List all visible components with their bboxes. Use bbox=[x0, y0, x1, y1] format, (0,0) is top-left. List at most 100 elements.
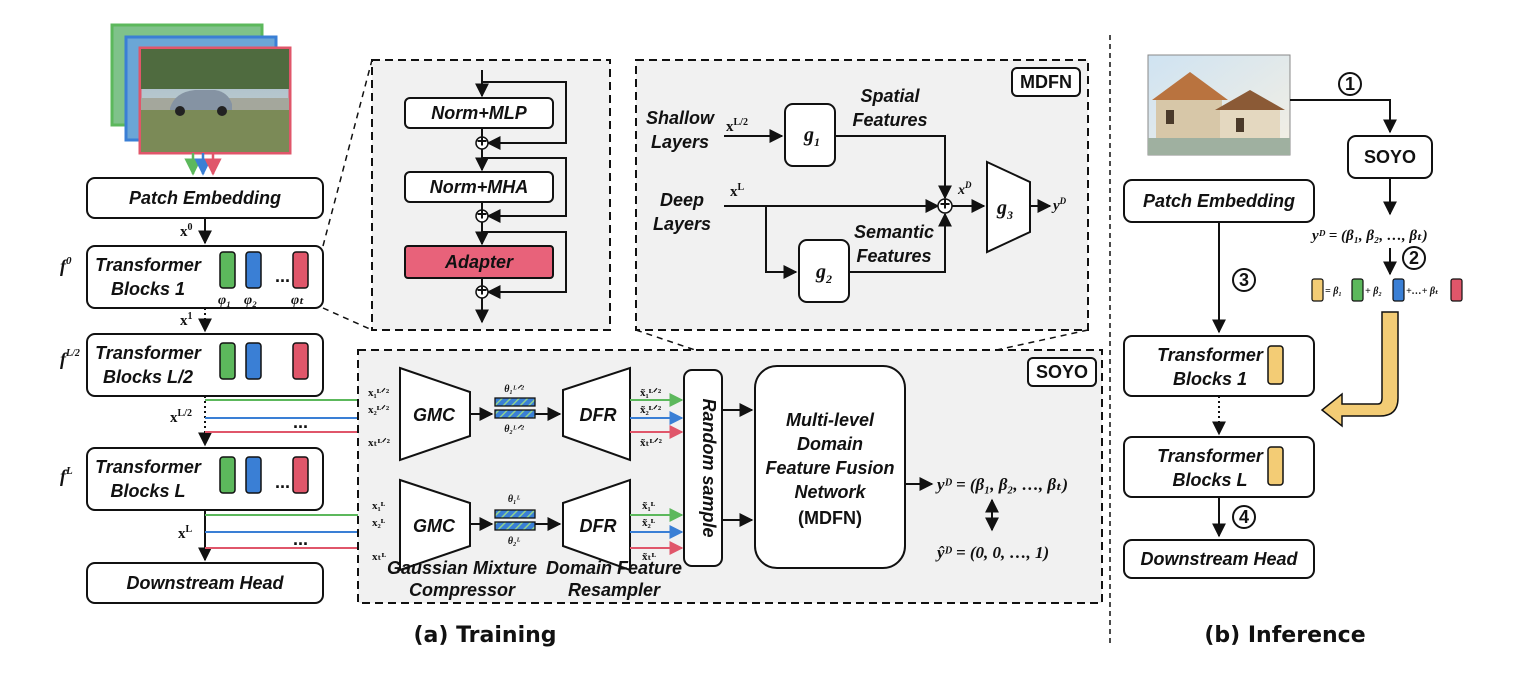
random-sample-label: Random sample bbox=[699, 398, 719, 537]
adapter-blue bbox=[245, 456, 262, 494]
phi2-label: φ₂ bbox=[244, 293, 257, 308]
mdfn-node-3: Feature Fusion bbox=[765, 458, 894, 478]
svg-text:yD: yD bbox=[1051, 196, 1067, 214]
norm-mha-label: Norm+MHA bbox=[430, 177, 529, 197]
out-bot-2: x̃₂ᴸ bbox=[642, 517, 656, 529]
adapter-red bbox=[292, 456, 309, 494]
xL2-label: x bbox=[170, 410, 178, 426]
xD-label: x bbox=[957, 183, 965, 198]
xL-label: x bbox=[178, 526, 186, 542]
mdfn-tag bbox=[1011, 67, 1081, 97]
gmc-top-label: GMC bbox=[413, 405, 456, 425]
theta-bar bbox=[494, 509, 536, 519]
step-1-badge bbox=[1338, 72, 1362, 96]
g3-trapezoid bbox=[986, 160, 1031, 254]
adapter-label: Adapter bbox=[444, 252, 514, 272]
mdfn-tag-label: MDFN bbox=[1020, 72, 1072, 92]
dfr-bottom bbox=[562, 478, 631, 572]
tb1-label-2: Blocks 1 bbox=[111, 279, 185, 299]
norm-mlp-label: Norm+MLP bbox=[431, 103, 528, 123]
soyo-tag bbox=[1027, 357, 1097, 387]
dfr-caption-2: Resampler bbox=[568, 580, 661, 600]
inference-y-equation: yᴰ = (β₁, β₂, …, βₜ) bbox=[1310, 228, 1428, 244]
svg-text:+: + bbox=[477, 204, 488, 224]
adapter-green bbox=[219, 342, 236, 380]
dots-route-top: ... bbox=[293, 412, 308, 432]
gmc-caption-2: Compressor bbox=[409, 580, 516, 600]
patch-embedding-label: Patch Embedding bbox=[129, 188, 281, 208]
yellow-flow-arrow bbox=[1320, 311, 1399, 428]
deep-label-1: Deep bbox=[660, 190, 704, 210]
mdfn-node-2: Domain bbox=[797, 434, 863, 454]
adapter-combination: = β₁ + β₂ +…+ βₜ bbox=[1311, 278, 1463, 302]
f0-label: f bbox=[60, 256, 68, 276]
inference-downstream-head bbox=[1123, 539, 1315, 579]
adapter-red bbox=[292, 342, 309, 380]
spatial-label-2: Features bbox=[852, 110, 927, 130]
deep-label-2: Layers bbox=[653, 214, 711, 234]
out-bot-1: x̃₁ᴸ bbox=[642, 500, 656, 512]
g1-label: g bbox=[803, 124, 814, 146]
in-bot-2: x₂ᴸ bbox=[372, 517, 386, 529]
gmc-caption-1: Gaussian Mixture bbox=[387, 558, 537, 578]
theta-top-2: θ₂ᴸᐟ² bbox=[504, 424, 525, 435]
in-bot-t: xₜᴸ bbox=[372, 551, 387, 563]
x0-label: x bbox=[180, 224, 188, 240]
random-sample-box bbox=[683, 369, 723, 567]
svg-text:x0: x0 bbox=[180, 222, 193, 240]
inference-tb1-label-2: Blocks 1 bbox=[1173, 369, 1247, 389]
svg-text:+: + bbox=[477, 280, 488, 300]
step-1-label: 1 bbox=[1345, 74, 1355, 94]
training-caption: (a) Training bbox=[413, 623, 556, 648]
input-image-stack bbox=[110, 23, 292, 155]
combo-part-1: = β₁ bbox=[1325, 286, 1342, 297]
gmc-bottom-label: GMC bbox=[413, 516, 456, 536]
adapter-green bbox=[219, 251, 236, 289]
svg-text:xL/2: xL/2 bbox=[726, 117, 748, 135]
inference-patch-embedding-label: Patch Embedding bbox=[1143, 191, 1295, 211]
adapter-box bbox=[404, 245, 554, 279]
theta-bot-1: θ₁ᴸ bbox=[508, 494, 521, 505]
mdfn-xL2: x bbox=[726, 119, 734, 135]
adapter-blue bbox=[245, 342, 262, 380]
svg-text:fL: fL bbox=[60, 465, 73, 486]
tbL-label-2: Blocks L bbox=[110, 481, 185, 501]
fL-label: f bbox=[60, 466, 68, 486]
dfr-top-label: DFR bbox=[580, 405, 617, 425]
mdfn-node bbox=[754, 365, 906, 569]
in-bot-1: x₁ᴸ bbox=[372, 500, 386, 512]
svg-text:xD: xD bbox=[957, 180, 972, 198]
mdfn-node-1: Multi-level bbox=[786, 410, 875, 430]
spatial-label-1: Spatial bbox=[860, 86, 920, 106]
downstream-head-box bbox=[86, 562, 324, 604]
svg-text:xL: xL bbox=[730, 182, 745, 200]
step-3-label: 3 bbox=[1239, 270, 1249, 290]
inference-tb1-label-1: Transformer bbox=[1157, 345, 1264, 365]
soyo-panel bbox=[357, 349, 1103, 604]
dots-route-bot: ... bbox=[293, 529, 308, 549]
inference-tbL-label-2: Blocks L bbox=[1172, 470, 1247, 490]
combo-part-2: + β₂ bbox=[1365, 286, 1382, 297]
svg-text:g2: g2 bbox=[815, 261, 832, 286]
adapter-red bbox=[292, 251, 309, 289]
mdfn-node-4: Network bbox=[794, 482, 866, 502]
step-4-label: 4 bbox=[1239, 507, 1249, 527]
step-4-badge bbox=[1232, 505, 1256, 529]
semantic-label-2: Features bbox=[856, 246, 931, 266]
theta-bar bbox=[494, 409, 536, 419]
svg-text:xL/2: xL/2 bbox=[170, 408, 192, 426]
yhat-equation: ŷᴰ = (0, 0, …, 1) bbox=[935, 543, 1049, 562]
tb1-label-1: Transformer bbox=[95, 255, 202, 275]
combo-part-3: +…+ βₜ bbox=[1406, 286, 1439, 297]
tbL-label-1: Transformer bbox=[95, 457, 202, 477]
fL2-label: f bbox=[60, 349, 68, 369]
out-top-t: x̃ₜᴸᐟ² bbox=[640, 437, 663, 449]
norm-mha-box bbox=[404, 171, 554, 203]
in-top-1: x₁ᴸᐟ² bbox=[368, 387, 390, 399]
inference-input-image bbox=[1147, 54, 1291, 156]
merged-adapter bbox=[1267, 446, 1284, 486]
svg-text:fL/2: fL/2 bbox=[60, 348, 80, 369]
theta-bot-2: θ₂ᴸ bbox=[508, 536, 521, 547]
g3-label: g bbox=[996, 197, 1007, 219]
